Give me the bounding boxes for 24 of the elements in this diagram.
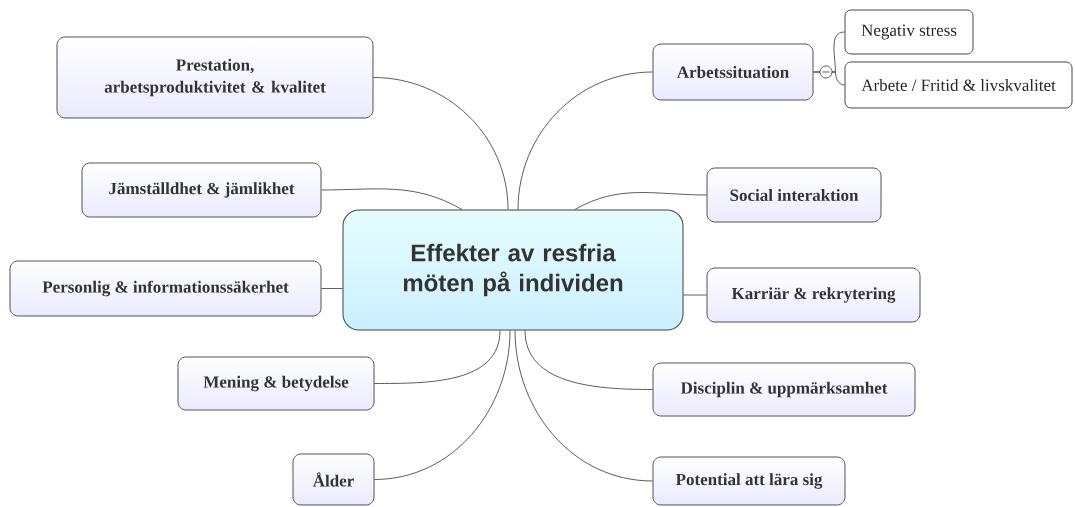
connector-line [374, 330, 511, 480]
topic-box: Prestation, arbetsproduktivitet & kvalitet [56, 36, 374, 119]
connector-line [514, 330, 653, 482]
connector-line [683, 294, 707, 296]
topic-box: Ålder [292, 453, 375, 506]
connector-line [574, 192, 707, 210]
connector-line [517, 71, 653, 210]
topic-box: Arbetssituation [652, 43, 814, 101]
subtopic-box: Arbete / Fritid & livskvalitet [844, 61, 1073, 109]
connector-line [813, 71, 845, 86]
topic-box: Potential att lära sig [652, 456, 846, 506]
topic-box: Karriär & rekrytering [706, 267, 921, 323]
topic-box: Jämställdhet & jämlikhet [81, 162, 322, 218]
topic-box: Social interaktion [706, 167, 882, 223]
topic-box: Personlig & informationssäkerhet [9, 260, 322, 317]
connector-line [524, 330, 653, 390]
subtopic-box: Negativ stress [844, 9, 974, 55]
connector-line [373, 77, 509, 210]
topic-box: Mening & betydelse [177, 356, 375, 411]
connector-line [321, 288, 343, 289]
central-topic-box: Effekter av resfria möten på individen [342, 209, 684, 331]
topic-box: Disciplin & uppmärksamhet [652, 362, 916, 417]
connector-line [374, 330, 501, 384]
connector-line [321, 188, 463, 210]
